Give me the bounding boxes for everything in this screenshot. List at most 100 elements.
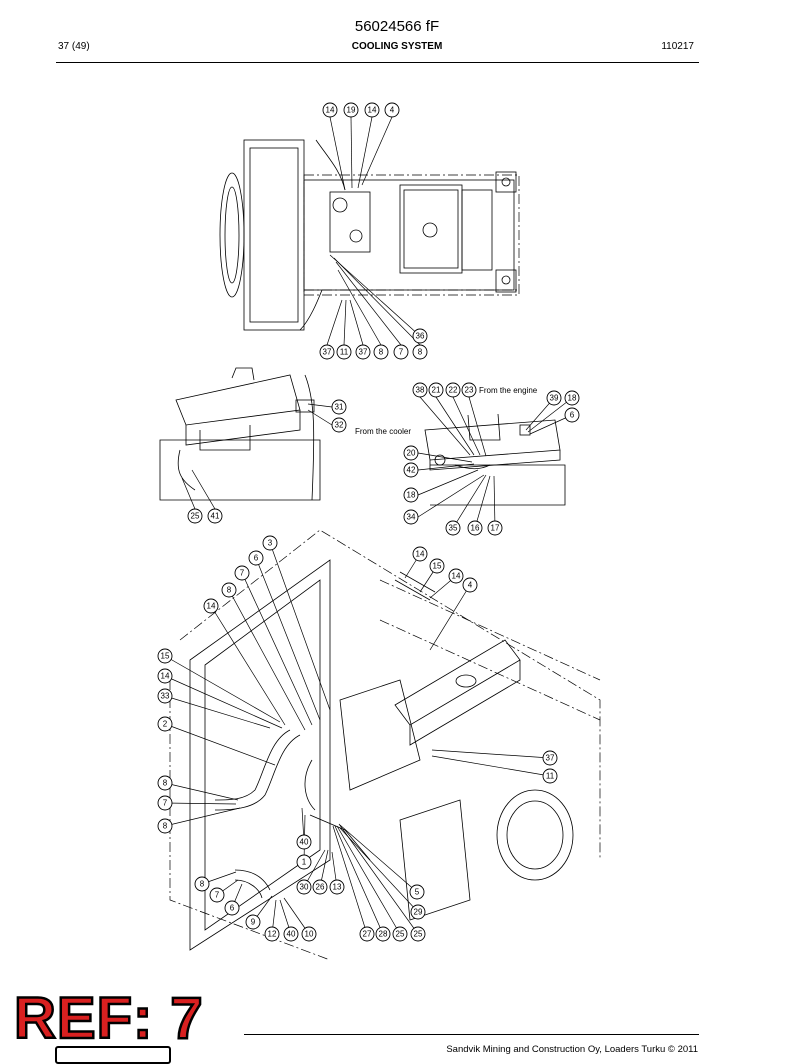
svg-text:21: 21 [432, 386, 441, 395]
callout-mr-4: 23 [461, 382, 477, 398]
svg-text:11: 11 [546, 772, 555, 781]
callout-mr-9: 42 [403, 462, 419, 478]
svg-text:13: 13 [333, 883, 342, 892]
callout-b-9: 4 [462, 577, 478, 593]
svg-text:26: 26 [316, 883, 325, 892]
callout-b-5: 14 [203, 598, 219, 614]
svg-text:20: 20 [407, 449, 416, 458]
callout-b-19: 40 [296, 834, 312, 850]
svg-text:7: 7 [240, 569, 245, 578]
svg-text:18: 18 [568, 394, 577, 403]
callout-mr-8: 20 [403, 445, 419, 461]
callout-b-34: 28 [375, 926, 391, 942]
callout-b-29: 9 [245, 914, 261, 930]
svg-text:25: 25 [191, 512, 200, 521]
callout-mr-6: 18 [564, 390, 580, 406]
callout-b-13: 2 [157, 716, 173, 732]
document-code: 110217 [661, 41, 694, 52]
svg-text:6: 6 [254, 554, 259, 563]
callout-b-18: 8 [157, 818, 173, 834]
callout-b-27: 7 [209, 887, 225, 903]
svg-text:14: 14 [452, 572, 461, 581]
callout-b-30: 12 [264, 926, 280, 942]
middle-left-drawing [159, 367, 321, 501]
svg-text:31: 31 [335, 403, 344, 412]
callout-mr-14: 17 [487, 520, 503, 536]
svg-text:15: 15 [433, 562, 442, 571]
callout-top-1: 14 [322, 102, 338, 118]
callout-b-14: 37 [542, 750, 558, 766]
svg-text:23: 23 [465, 386, 474, 395]
svg-text:38: 38 [416, 386, 425, 395]
svg-text:37: 37 [359, 348, 368, 357]
svg-text:8: 8 [379, 348, 384, 357]
svg-text:14: 14 [161, 672, 170, 681]
svg-text:6: 6 [230, 904, 235, 913]
callout-top-9: 8 [373, 344, 389, 360]
svg-text:4: 4 [468, 581, 473, 590]
leader-lines [164, 116, 573, 935]
callout-b-24: 5 [409, 884, 425, 900]
document-number: 56024566 fF [354, 18, 440, 35]
svg-text:29: 29 [414, 908, 423, 917]
svg-text:7: 7 [215, 891, 220, 900]
callout-top-2: 19 [343, 102, 359, 118]
svg-text:8: 8 [163, 822, 168, 831]
svg-text:8: 8 [227, 586, 232, 595]
callout-mr-13: 16 [467, 520, 483, 536]
svg-text:37: 37 [546, 754, 555, 763]
callout-b-35: 25 [392, 926, 408, 942]
callout-b-3: 7 [234, 565, 250, 581]
svg-text:8: 8 [163, 779, 168, 788]
callout-b-10: 15 [157, 648, 173, 664]
svg-text:9: 9 [251, 918, 256, 927]
svg-text:7: 7 [163, 799, 168, 808]
callout-b-16: 8 [157, 775, 173, 791]
svg-text:3: 3 [268, 539, 273, 548]
callout-mr-1: 38 [412, 382, 428, 398]
svg-text:40: 40 [287, 930, 296, 939]
svg-text:27: 27 [363, 930, 372, 939]
callout-top-4: 4 [384, 102, 400, 118]
callout-mr-12: 35 [445, 520, 461, 536]
callout-b-33: 27 [359, 926, 375, 942]
callout-b-22: 26 [312, 879, 328, 895]
svg-text:5: 5 [415, 888, 420, 897]
bottom-isometric-drawing [169, 529, 601, 961]
callout-b-28: 6 [224, 900, 240, 916]
middle-right-drawing [424, 413, 566, 506]
callout-b-36: 25 [410, 926, 426, 942]
callout-ml-2: 32 [331, 417, 347, 433]
svg-text:22: 22 [449, 386, 458, 395]
svg-text:25: 25 [396, 930, 405, 939]
callout-b-23: 13 [329, 879, 345, 895]
svg-text:17: 17 [491, 524, 500, 533]
svg-text:14: 14 [326, 106, 335, 115]
callout-b-1: 3 [262, 535, 278, 551]
svg-text:35: 35 [449, 524, 458, 533]
svg-text:14: 14 [207, 602, 216, 611]
svg-text:34: 34 [407, 513, 416, 522]
callout-mr-11: 34 [403, 509, 419, 525]
svg-text:8: 8 [418, 348, 423, 357]
callout-b-20: 1 [296, 854, 312, 870]
svg-text:32: 32 [335, 421, 344, 430]
page-number: 37 (49) [58, 41, 90, 52]
svg-text:42: 42 [407, 466, 416, 475]
callout-b-31: 40 [283, 926, 299, 942]
callout-b-26: 8 [194, 876, 210, 892]
svg-text:18: 18 [407, 491, 416, 500]
callout-top-5: 36 [412, 328, 428, 344]
callout-b-17: 7 [157, 795, 173, 811]
svg-text:28: 28 [379, 930, 388, 939]
svg-text:8: 8 [200, 880, 205, 889]
callout-ml-4: 41 [207, 508, 223, 524]
from-engine-label: From the engine [479, 386, 538, 395]
callout-b-8: 14 [448, 568, 464, 584]
callout-ml-1: 31 [331, 399, 347, 415]
svg-text:33: 33 [161, 692, 170, 701]
callout-mr-3: 22 [445, 382, 461, 398]
svg-text:4: 4 [390, 106, 395, 115]
top-view-drawing [219, 139, 520, 331]
callout-top-10: 7 [393, 344, 409, 360]
